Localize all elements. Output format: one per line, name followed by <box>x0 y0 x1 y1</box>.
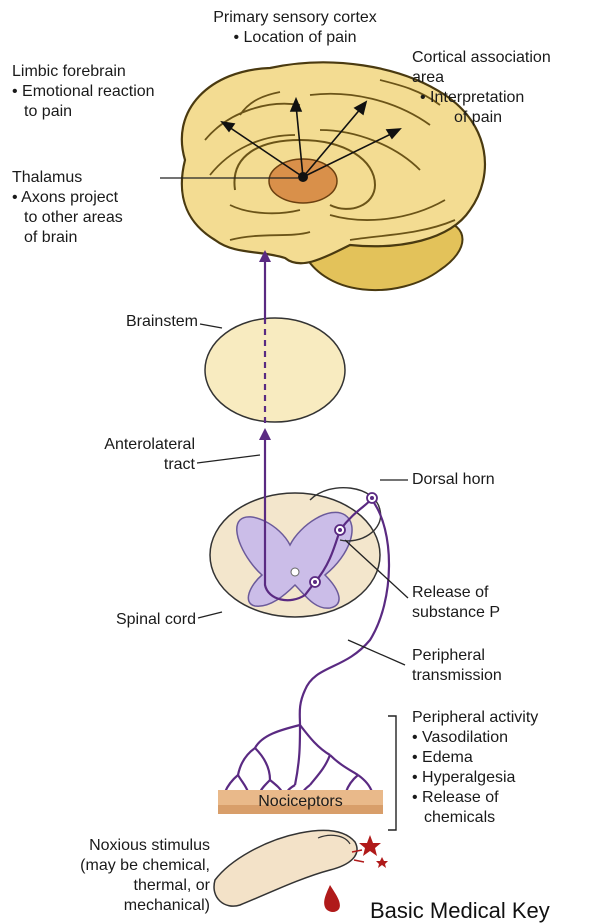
limbic-line-3: to pain <box>12 102 155 122</box>
cortical-line-4: of pain <box>412 108 551 128</box>
label-spinal-cord: Spinal cord <box>80 610 196 630</box>
label-noxious-stimulus: Noxious stimulus (may be chemical, therm… <box>20 836 210 916</box>
stimulus-line-3: thermal, or <box>20 876 210 896</box>
primary-cortex-line-1: Primary sensory cortex <box>195 8 395 28</box>
spinal-cord-section <box>210 488 381 617</box>
stimulus-star-large <box>359 835 381 856</box>
peripheral-activity-bracket <box>388 716 396 830</box>
watermark: Basic Medical Key <box>370 898 550 924</box>
release-p-line-1: Release of <box>412 583 500 603</box>
cortical-line-3: • Interpretation <box>412 88 551 108</box>
stimulus-star-small <box>376 857 388 868</box>
label-dorsal-horn: Dorsal horn <box>412 470 495 490</box>
peripheral-activity-line-2: • Vasodilation <box>412 728 538 748</box>
peripheral-activity-line-5: • Release of <box>412 788 538 808</box>
nociceptors-text: Nociceptors <box>218 792 383 812</box>
blood-drop <box>324 885 340 912</box>
limbic-line-1: Limbic forebrain <box>12 62 155 82</box>
cortical-line-2: area <box>412 68 551 88</box>
peripheral-transmission-line-1: Peripheral <box>412 646 502 666</box>
primary-cortex-line-2: • Location of pain <box>195 28 395 48</box>
label-brainstem: Brainstem <box>80 312 198 332</box>
anterolateral-line-2: tract <box>60 455 195 475</box>
label-peripheral-activity: Peripheral activity • Vasodilation • Ede… <box>412 708 538 828</box>
spinal-cord-text: Spinal cord <box>80 610 196 630</box>
stimulus-line-2: (may be chemical, <box>20 856 210 876</box>
label-release-substance-p: Release of substance P <box>412 583 500 623</box>
label-anterolateral-tract: Anterolateral tract <box>60 435 195 475</box>
label-peripheral-transmission: Peripheral transmission <box>412 646 502 686</box>
limbic-line-2: • Emotional reaction <box>12 82 155 102</box>
anterolateral-line-1: Anterolateral <box>60 435 195 455</box>
thalamus-line-4: of brain <box>12 228 123 248</box>
cortical-line-1: Cortical association <box>412 48 551 68</box>
peripheral-activity-line-6: chemicals <box>412 808 538 828</box>
dorsal-horn-text: Dorsal horn <box>412 470 495 490</box>
peripheral-transmission-line-2: transmission <box>412 666 502 686</box>
thalamus-line-1: Thalamus <box>12 168 123 188</box>
peripheral-activity-line-3: • Edema <box>412 748 538 768</box>
brainstem-section <box>205 318 345 422</box>
brainstem-text: Brainstem <box>80 312 198 332</box>
peripheral-activity-line-1: Peripheral activity <box>412 708 538 728</box>
label-primary-sensory-cortex: Primary sensory cortex • Location of pai… <box>195 8 395 48</box>
peripheral-activity-line-4: • Hyperalgesia <box>412 768 538 788</box>
stimulus-line-1: Noxious stimulus <box>20 836 210 856</box>
stimulus-line-4: mechanical) <box>20 896 210 916</box>
thalamus-line-3: to other areas <box>12 208 123 228</box>
label-cortical-association: Cortical association area • Interpretati… <box>412 48 551 128</box>
label-limbic-forebrain: Limbic forebrain • Emotional reaction to… <box>12 62 155 122</box>
label-nociceptors: Nociceptors <box>218 792 383 812</box>
tract-arrow-lower <box>259 428 271 440</box>
release-p-line-2: substance P <box>412 603 500 623</box>
thalamus-line-2: • Axons project <box>12 188 123 208</box>
label-thalamus: Thalamus • Axons project to other areas … <box>12 168 123 248</box>
